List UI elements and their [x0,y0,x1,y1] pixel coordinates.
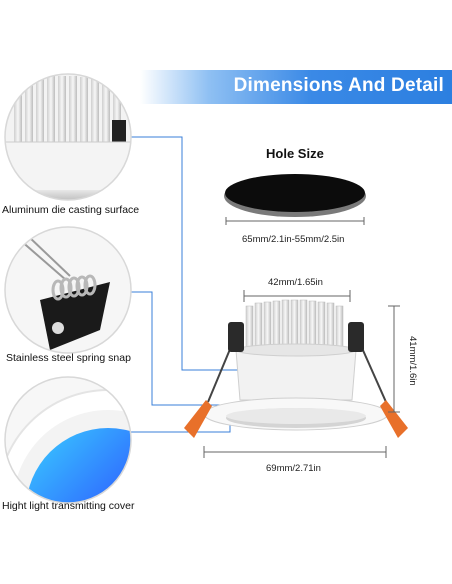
callout-label-spring: Stainless steel spring snap [6,352,131,364]
detail-circle-cover [4,376,132,504]
detail-circle-spring [4,226,132,354]
hole-dimension-line [225,217,365,225]
height-value: 41mm/1.6in [407,336,418,386]
bottom-width-value: 69mm/2.71in [266,463,321,474]
height-dimension-line [388,305,400,413]
hole-size-title: Hole Size [266,146,324,161]
hole-size-value: 65mm/2.1in-55mm/2.5in [242,234,345,245]
hole-size-illustration [224,174,366,217]
header-banner: Dimensions And Detail [140,70,452,104]
callout-label-cover: Hight light transmitting cover [2,500,135,512]
top-width-value: 42mm/1.65in [268,277,323,288]
callout-label-heatsink: Aluminum die casting surface [2,204,140,216]
downlight-product [184,299,408,438]
top-width-dimension-line [243,290,351,302]
banner-title: Dimensions And Detail [233,75,444,96]
bottom-width-dimension-line [203,446,387,458]
detail-circle-heatsink [4,73,132,201]
